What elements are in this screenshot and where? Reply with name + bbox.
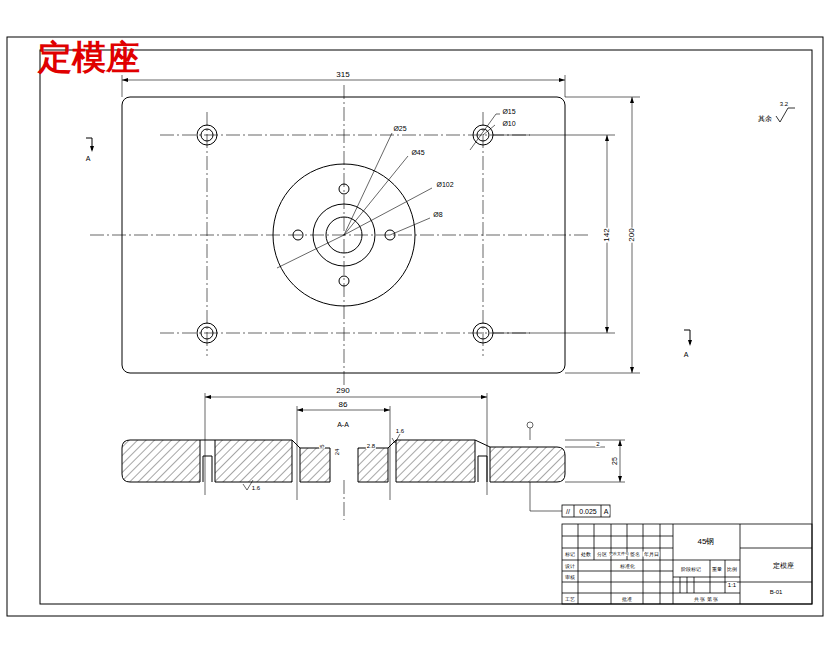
title-block-cell: 标准化: [619, 564, 636, 569]
material: 45钢: [697, 538, 716, 546]
dimension: 86: [338, 401, 349, 409]
tolerance-value: 0.025: [578, 508, 598, 515]
dimension: Ø10: [501, 120, 516, 127]
title-block-cell: 标记: [564, 552, 576, 557]
section-mark: A: [85, 155, 92, 162]
drawing-number: B-01: [769, 589, 784, 595]
dimension: Ø8: [432, 211, 443, 218]
dimension: Ø15: [501, 108, 516, 115]
title-block-cell: 设计: [564, 564, 576, 569]
dimension: 315: [335, 71, 350, 79]
dimension: Ø102: [435, 181, 454, 188]
drawing-title: 定模座: [38, 41, 140, 75]
dimension: 200: [628, 227, 636, 242]
title-block-cell: 审核: [564, 575, 576, 580]
title-block-cell: 批准: [621, 597, 633, 602]
title-block-cell: 共 张 第 张: [693, 597, 719, 602]
dimension: 5: [319, 443, 325, 448]
title-block-cell: 阶段标记: [680, 567, 702, 572]
dimension: 2: [595, 441, 600, 447]
title-block-cell: 比例: [726, 567, 738, 572]
dimension: 142: [603, 227, 611, 242]
roughness-value: 1.6: [251, 485, 261, 491]
dimension: 290: [335, 387, 350, 395]
part-name: 定模座: [772, 562, 795, 569]
title-block-cell: 签名: [629, 552, 641, 557]
title-block-cell: 处数: [580, 552, 592, 557]
section-label: A-A: [336, 421, 350, 428]
title-block-cell: 更改文件号: [608, 552, 630, 556]
title-block-cell: 年月日: [643, 552, 660, 557]
title-block-cell: 重量: [711, 567, 723, 572]
roughness-value: 1.6: [395, 428, 405, 434]
dimension: 25: [611, 456, 618, 466]
roughness-note: 其余: [757, 115, 773, 122]
dimension: Ø25: [392, 125, 407, 132]
dimension: 24: [334, 448, 340, 457]
roughness-value: 3.2: [779, 101, 789, 107]
title-block-cell: 分区: [596, 552, 608, 557]
dimension: Ø45: [410, 149, 425, 156]
tolerance-symbol: //: [565, 508, 571, 515]
title-block-cell: 1:1: [727, 582, 737, 588]
datum-letter: A: [603, 508, 610, 515]
dimension: 2.8: [366, 443, 376, 449]
title-block-cell: 工艺: [564, 597, 576, 602]
section-mark: A: [683, 351, 690, 358]
